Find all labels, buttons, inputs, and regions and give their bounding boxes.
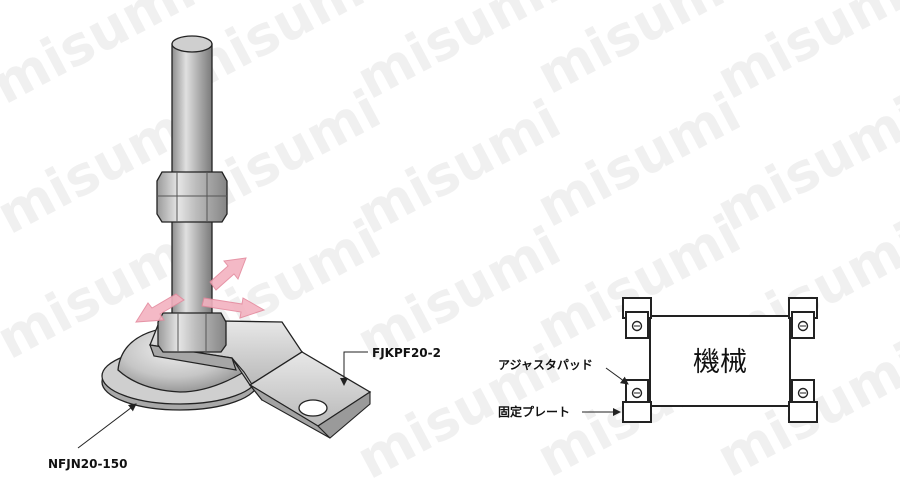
machine-box <box>649 315 791 407</box>
callout-fixing-plate: 固定プレート <box>498 404 621 419</box>
leveling-foot-part-number: NFJN20-150 <box>48 457 127 471</box>
callout-adjuster-pad: アジャスタパッド <box>498 358 629 385</box>
callout-leveling-foot: NFJN20-150 <box>48 403 137 471</box>
machine-label: 機械 <box>693 347 747 378</box>
installation-schematic: 機械 アジャスタパッド <box>498 297 818 423</box>
leveling-foot-illustration: FJKPF20-2 NFJN20-150 <box>48 35 441 471</box>
arrow-up-right-icon <box>209 257 247 291</box>
adjuster-pad <box>622 297 652 339</box>
bracket-part-number: FJKPF20-2 <box>372 346 441 360</box>
adjuster-pad-label: アジャスタパッド <box>498 358 593 372</box>
arrow-down-left-icon <box>135 293 185 323</box>
adjuster-pad <box>622 379 652 423</box>
movement-arrows <box>135 257 266 323</box>
arrow-right-icon <box>201 297 266 319</box>
fixing-plate-label: 固定プレート <box>498 404 570 419</box>
upper-hex-nut <box>156 171 228 223</box>
adjuster-pad <box>788 297 818 339</box>
adjuster-pad <box>788 379 818 423</box>
watermark-text: misumi <box>707 0 900 111</box>
callout-bracket: FJKPF20-2 <box>340 346 441 386</box>
lower-hex-nut <box>157 312 227 353</box>
